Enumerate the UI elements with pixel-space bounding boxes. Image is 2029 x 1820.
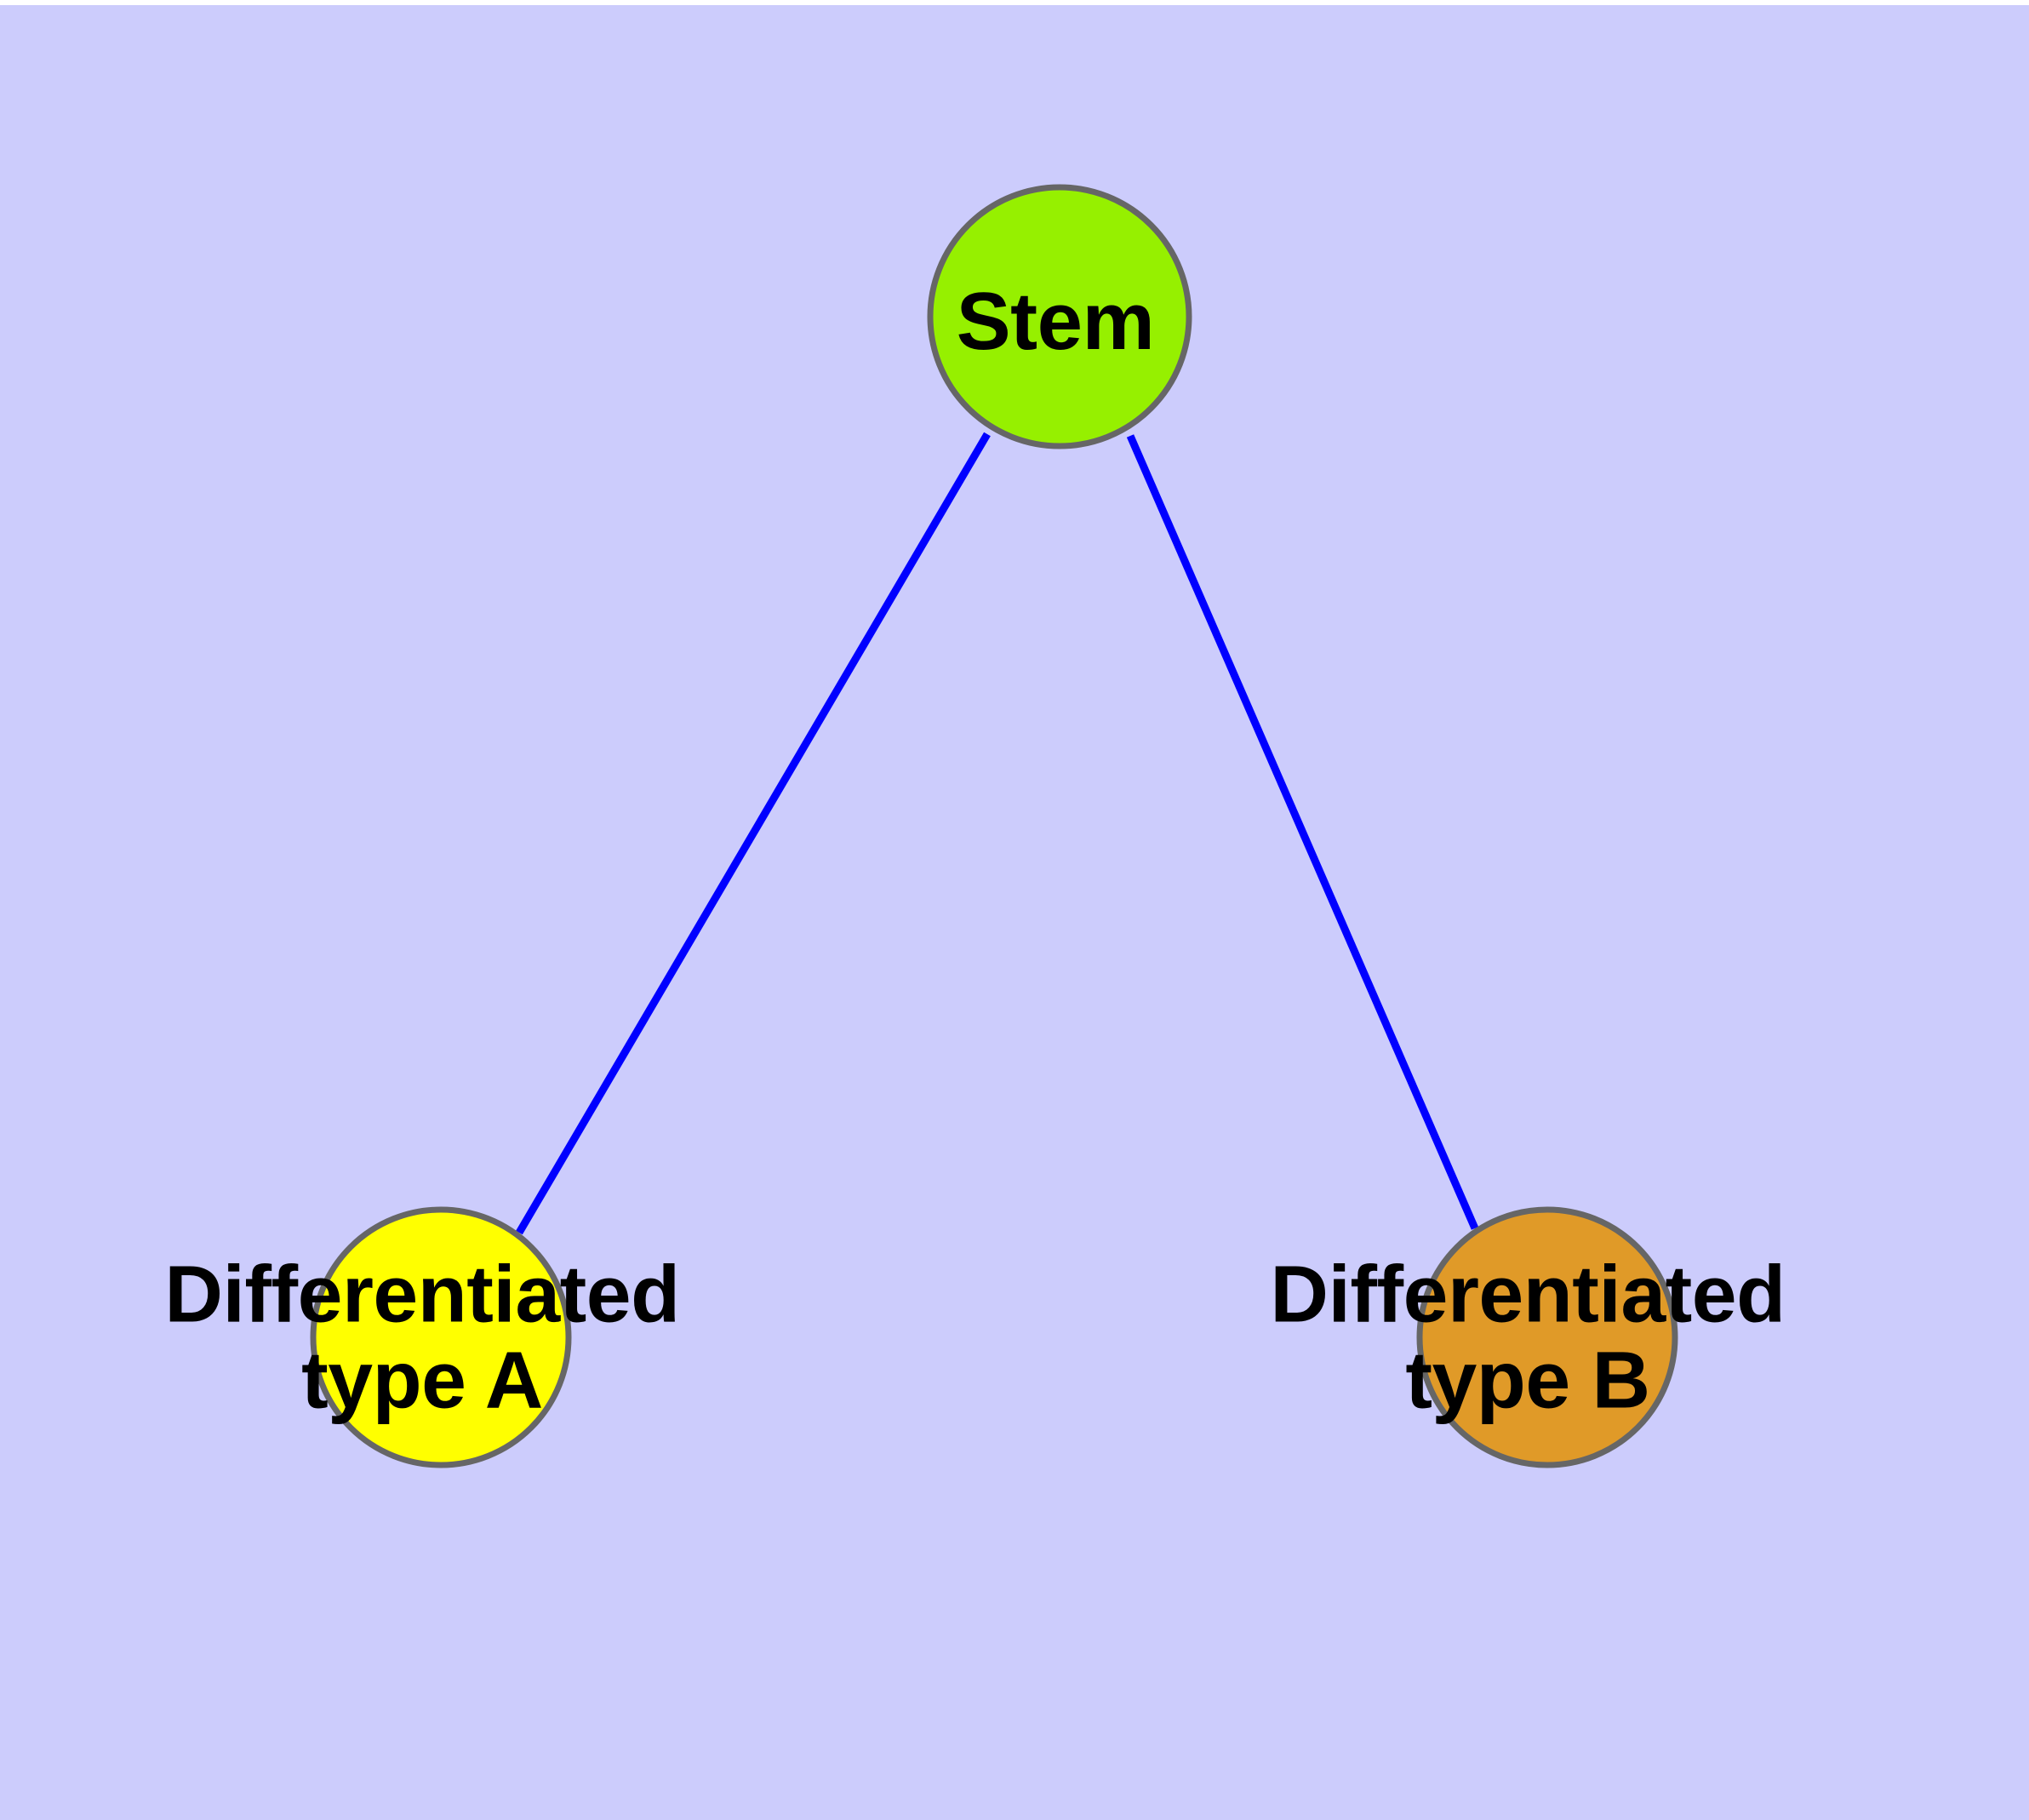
- edges-layer: [516, 432, 1479, 1235]
- graph-edge: [1126, 434, 1479, 1230]
- graph-node-diff-a[interactable]: [310, 1206, 572, 1468]
- nodes-layer: [310, 184, 1678, 1468]
- graph-node-stem[interactable]: [927, 184, 1192, 449]
- graph-node-diff-b[interactable]: [1416, 1206, 1678, 1468]
- network-graph: [310, 184, 1678, 1468]
- graph-edge: [516, 432, 991, 1235]
